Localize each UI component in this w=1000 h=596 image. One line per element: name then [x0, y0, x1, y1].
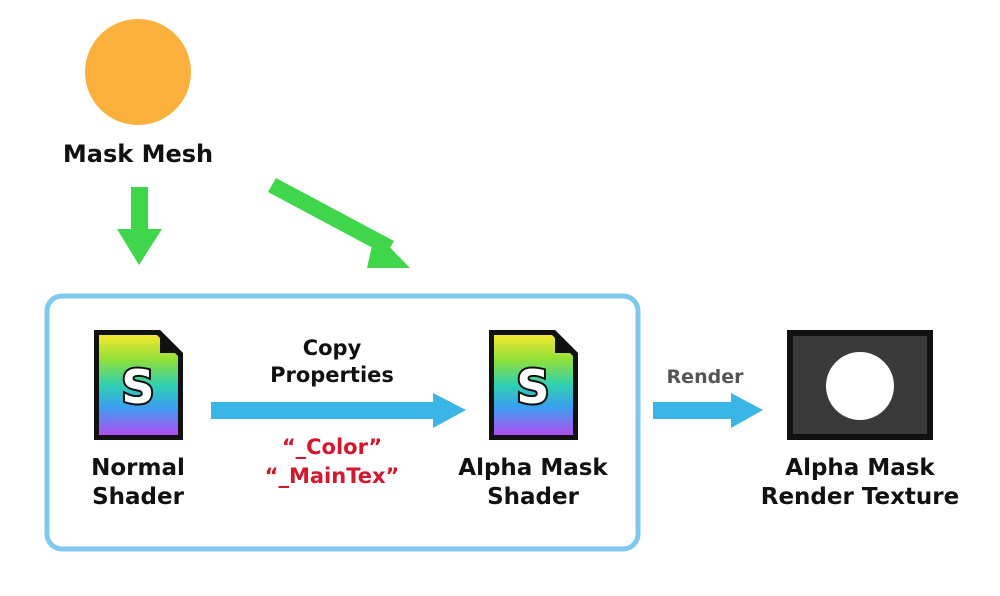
- alpha-shader-label-line1: Alpha Mask: [458, 455, 608, 481]
- texture-label-line2: Render Texture: [760, 484, 960, 510]
- green-arrow-down-icon: [117, 187, 162, 265]
- render-label: Render: [666, 366, 744, 388]
- texture-label-line1: Alpha Mask: [785, 455, 935, 481]
- mask-mesh-label: Mask Mesh: [62, 140, 214, 168]
- shader-letter: S: [121, 360, 154, 414]
- property-color-label: “_Color”: [281, 435, 383, 459]
- render-arrow-icon: [653, 393, 763, 428]
- green-arrow-diagonal-icon: [268, 178, 410, 268]
- alpha-shader-label-line2: Shader: [487, 484, 579, 510]
- normal-shader-label-line1: Normal: [91, 455, 185, 481]
- shader-letter: S: [516, 360, 549, 414]
- render-texture-icon: [787, 330, 933, 440]
- copy-label-line2: Properties: [270, 363, 394, 387]
- copy-arrow-icon: [211, 393, 466, 428]
- normal-shader-file-icon: S: [94, 330, 183, 440]
- alpha-mask-shader-file-icon: S: [489, 330, 578, 440]
- mask-circle-icon: [85, 19, 191, 125]
- shader-group-box: [44, 293, 641, 552]
- copy-label-line1: Copy: [302, 336, 362, 360]
- normal-shader-label-line2: Shader: [92, 484, 184, 510]
- property-maintex-label: “_MainTex”: [264, 464, 400, 488]
